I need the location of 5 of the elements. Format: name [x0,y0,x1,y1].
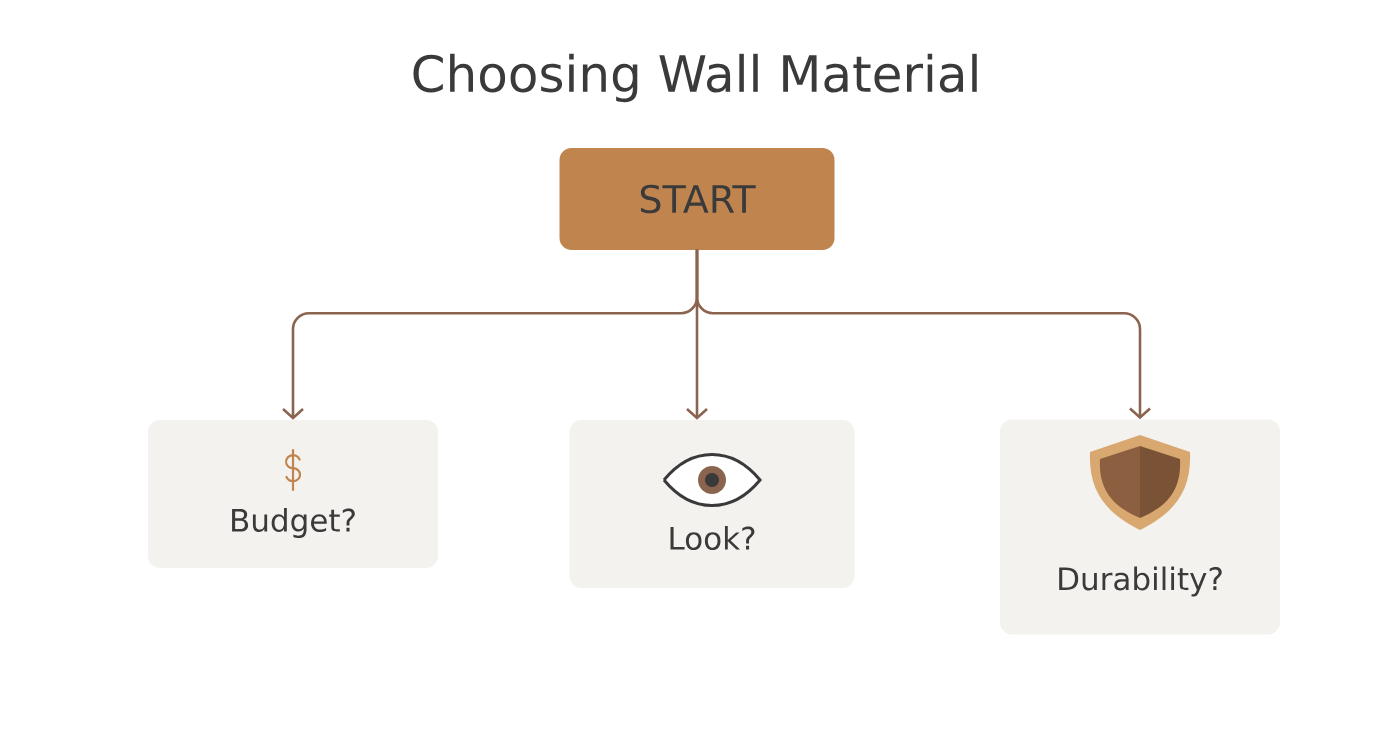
question-card: Budget? [148,420,438,568]
arrow [695,248,1151,420]
question-card: Look? [569,420,855,588]
start-box: START [559,148,835,250]
title: Choosing Wall Material [413,53,977,103]
